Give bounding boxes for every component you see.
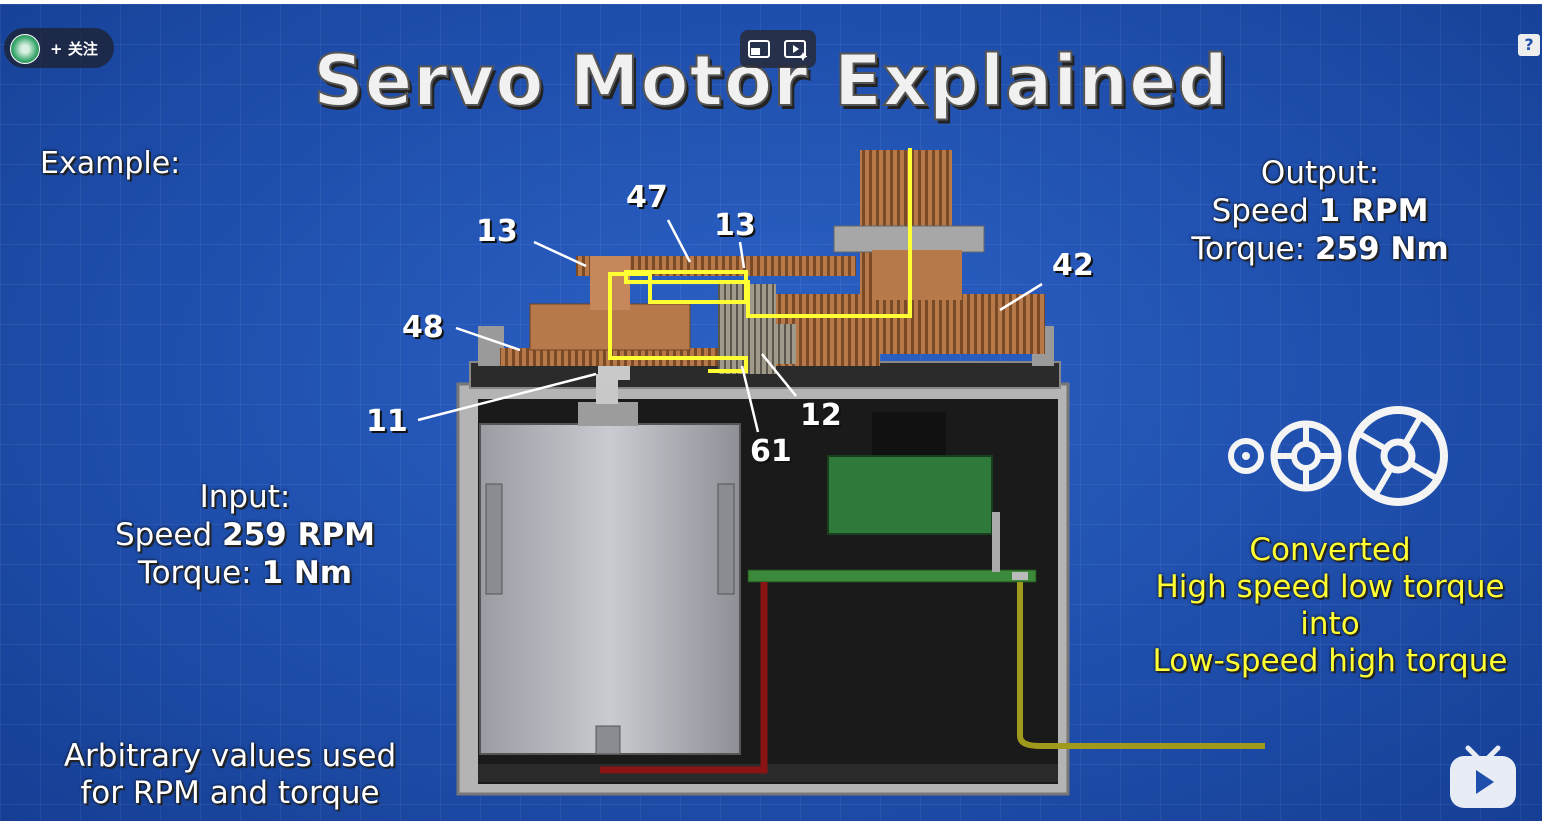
servo-cutaway-illustration <box>417 148 1265 796</box>
pcb-board <box>827 455 993 535</box>
output-speed-prefix: Speed <box>1211 193 1319 229</box>
output-torque-prefix: Torque: <box>1191 231 1315 267</box>
note-block: Arbitrary values used for RPM and torque <box>30 738 430 812</box>
output-heading: Output: <box>1260 155 1380 191</box>
converted-line4: Low-speed high torque <box>1152 643 1508 679</box>
input-heading: Input: <box>199 479 291 515</box>
output-torque-value: 259 Nm <box>1314 231 1449 267</box>
output-block: Output: Speed 1 RPM Torque: 259 Nm <box>1170 154 1470 268</box>
follow-button[interactable]: + 关注 <box>4 28 114 68</box>
note-line2: for RPM and torque <box>80 775 380 811</box>
gear-label-48: 48 <box>402 310 444 345</box>
gear-label-13a: 13 <box>476 214 518 249</box>
red-wire <box>600 582 768 774</box>
output-speed-value: 1 RPM <box>1318 193 1429 229</box>
avatar-icon[interactable] <box>10 34 40 64</box>
converted-line1: Converted <box>1249 532 1411 568</box>
note-line1: Arbitrary values used <box>63 738 397 774</box>
gear-12 <box>746 324 796 364</box>
gear-label-13b: 13 <box>714 208 756 243</box>
gear-label-11: 11 <box>366 404 408 439</box>
gear-label-12: 12 <box>800 398 842 433</box>
dc-motor <box>479 423 741 755</box>
input-block: Input: Speed 259 RPM Torque: 1 Nm <box>90 478 400 592</box>
video-frame[interactable]: Servo Motor Explained + 关注 ? Example: Ou… <box>0 4 1542 821</box>
power-path-highlight <box>608 148 912 373</box>
input-torque-value: 1 Nm <box>261 555 353 591</box>
converted-block: Converted High speed low torque into Low… <box>1130 532 1530 680</box>
gear-label-42: 42 <box>1052 248 1094 283</box>
follow-label: 关注 <box>67 40 98 58</box>
example-label: Example: <box>40 146 181 181</box>
gear-label-61: 61 <box>750 434 792 469</box>
converted-line3: into <box>1300 606 1360 642</box>
gear-11 <box>598 366 630 380</box>
video-tools <box>740 30 816 68</box>
yellow-wire <box>1017 582 1265 749</box>
pip-icon[interactable] <box>746 36 772 62</box>
bilibili-logo-icon[interactable] <box>1448 742 1518 812</box>
input-speed-prefix: Speed <box>115 517 223 553</box>
converted-line2: High speed low torque <box>1155 569 1505 605</box>
input-torque-prefix: Torque: <box>137 555 262 591</box>
ai-summary-icon[interactable] <box>782 36 808 62</box>
help-icon[interactable]: ? <box>1518 34 1540 56</box>
gear-label-47: 47 <box>626 180 668 215</box>
input-speed-value: 259 RPM <box>222 517 375 553</box>
plus-icon: + <box>50 40 63 58</box>
gears-icon <box>1228 406 1448 506</box>
